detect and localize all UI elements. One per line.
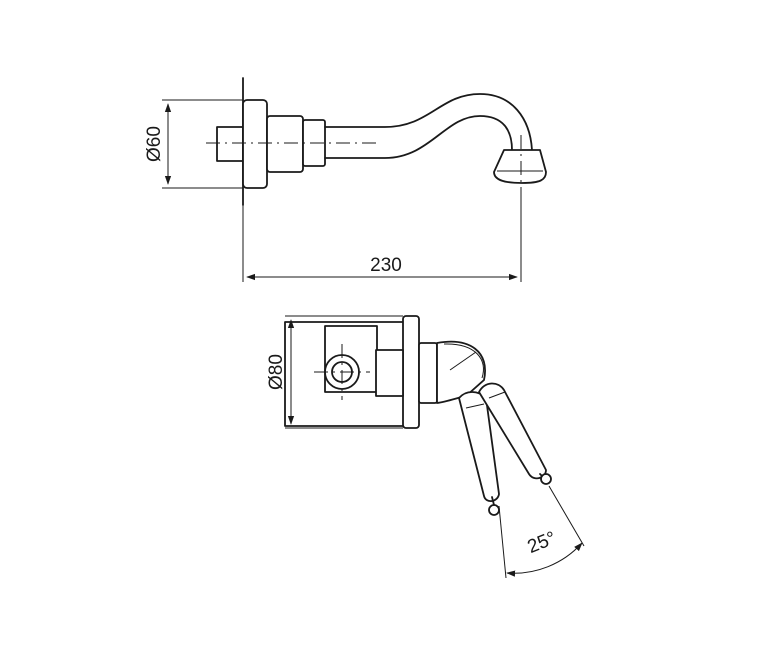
spout-tube-top — [324, 93, 533, 151]
lever-front-stem — [491, 496, 495, 506]
lever-front-band — [465, 403, 485, 409]
mixer-elbow — [436, 340, 486, 404]
angle-ext-rotated — [548, 485, 585, 547]
mixer-back-box — [284, 321, 409, 427]
lever-handle-rotated — [478, 382, 552, 485]
angle25-label: 25° — [525, 528, 560, 558]
spout-outlet — [493, 149, 547, 184]
lever-rotated-body — [478, 382, 547, 480]
elbow-seam — [443, 343, 484, 379]
mixer-view: Ø80 25° — [266, 315, 585, 579]
spout-view: Ø60 230 — [144, 77, 547, 282]
wall-stub — [216, 126, 244, 162]
lever-front-body — [458, 391, 500, 502]
angle-dim-arc — [506, 542, 583, 577]
lever-rotated-band — [488, 391, 506, 399]
spout-tube-bottom — [324, 115, 513, 159]
lever-rotated-knob — [540, 473, 552, 485]
dia60-label: Ø60 — [144, 126, 165, 162]
mixer-coupling-2 — [418, 342, 438, 404]
lever-front-knob — [488, 504, 500, 516]
elbow-joint — [449, 351, 477, 371]
dim230-label: 230 — [370, 255, 402, 276]
dia80-label: Ø80 — [266, 354, 287, 390]
mixer-flange — [402, 315, 420, 429]
angle-ext-front — [498, 505, 507, 579]
lever-handle-front — [458, 391, 500, 516]
spout-flange — [242, 99, 268, 189]
mixer-coupling-1 — [375, 349, 404, 397]
spout-coupling — [266, 115, 304, 173]
